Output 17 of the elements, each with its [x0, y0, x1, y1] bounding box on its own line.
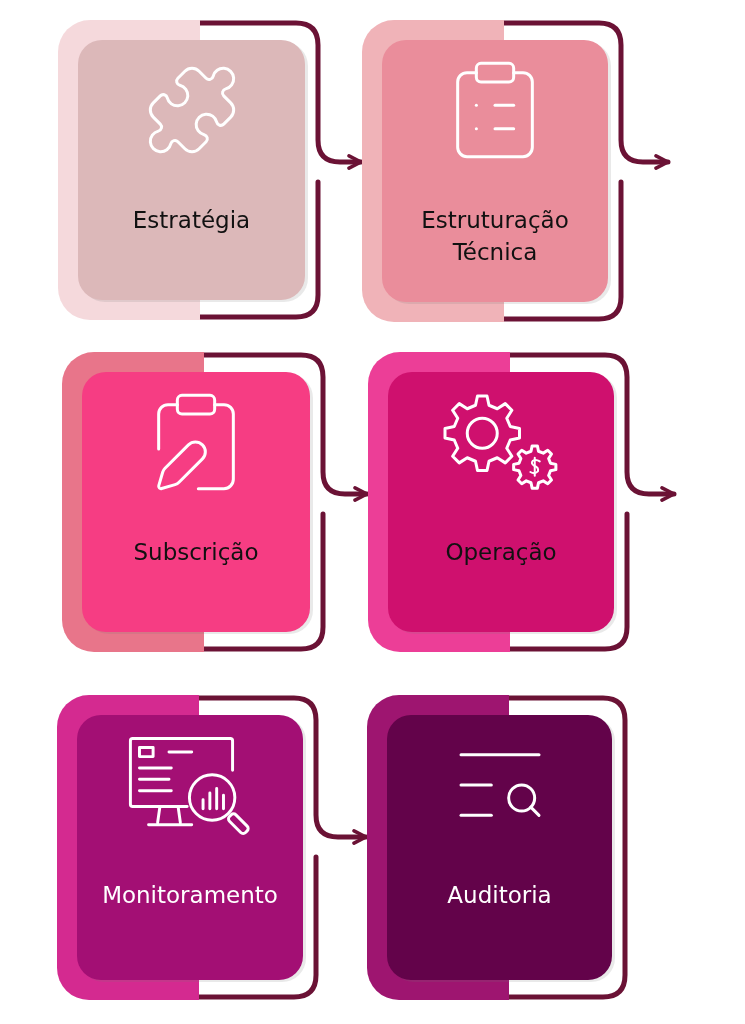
- step-label: Subscrição: [133, 538, 259, 567]
- step-card: [368, 352, 614, 652]
- arrow: [501, 20, 671, 170]
- step-label: Estruturação Técnica: [420, 206, 570, 267]
- arrow: [201, 352, 370, 502]
- step-card: [57, 695, 303, 1000]
- step-card: [367, 695, 612, 1000]
- step-card: [62, 352, 310, 652]
- step-label: Auditoria: [447, 881, 552, 910]
- arrow: [197, 20, 364, 170]
- step-label: Operação: [445, 538, 557, 567]
- step-label: Monitoramento: [102, 881, 278, 910]
- step-label: Estratégia: [132, 206, 251, 235]
- step-card: [362, 20, 608, 322]
- step-card: [58, 20, 305, 320]
- arrow: [196, 695, 369, 845]
- arrow: [507, 352, 677, 502]
